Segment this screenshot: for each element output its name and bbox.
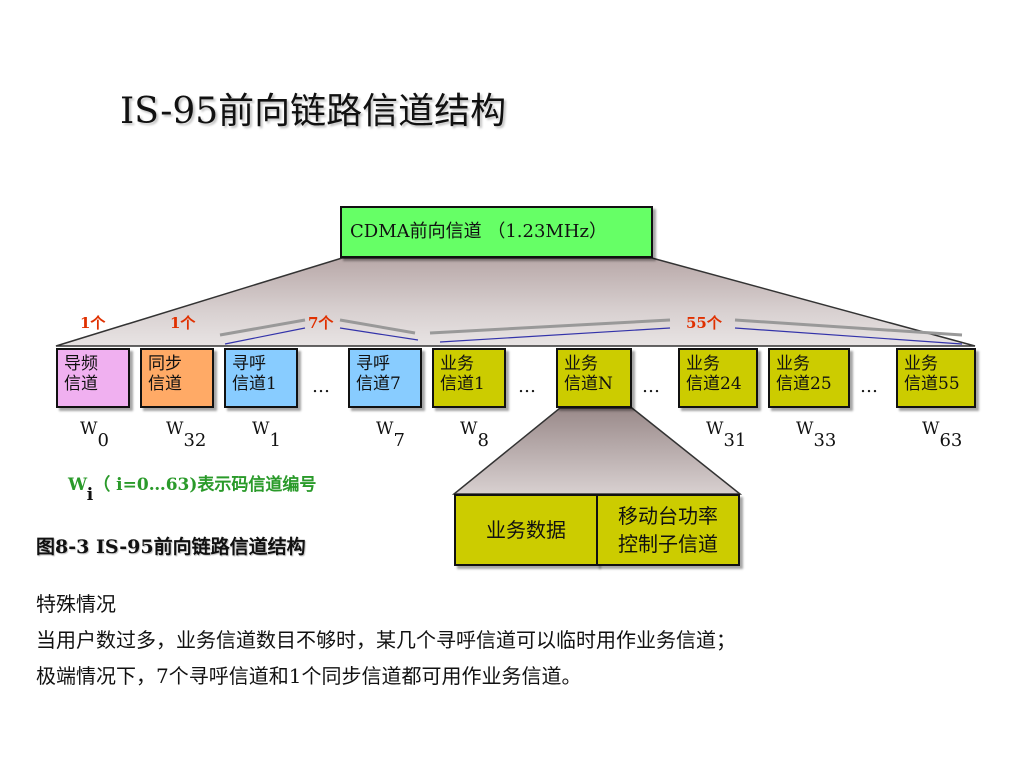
count-sync: 1个 — [170, 314, 196, 332]
channel-line1: 寻呼 — [232, 354, 266, 374]
channel-line2: 信道24 — [686, 374, 742, 394]
walsh-label-31: W31 — [706, 418, 746, 451]
walsh-label-0: W0 — [80, 418, 109, 451]
bracket-paging-gray-1 — [219, 318, 306, 337]
notes-heading: 特殊情况 — [36, 592, 116, 616]
notes-line-2: 极端情况下，7个寻呼信道和1个同步信道都可用作业务信道。 — [36, 664, 582, 688]
channel-traffic-1: 业务 信道1 — [432, 348, 506, 408]
power-control-line2: 控制子信道 — [618, 532, 718, 556]
walsh-index: 7 — [393, 430, 405, 451]
channel-line2: 信道1 — [232, 374, 277, 394]
bracket-traffic-blue-1 — [439, 327, 671, 343]
channel-traffic-n: 业务 信道N — [556, 348, 632, 408]
walsh-legend: Wi（ i=0…63)表示码信道编号 — [68, 470, 317, 505]
bracket-traffic-gray-1 — [429, 318, 671, 335]
channel-line2: 信道55 — [904, 374, 960, 394]
channel-traffic-25: 业务 信道25 — [768, 348, 850, 408]
channel-line1: 导频 — [64, 354, 98, 374]
channel-paging-1: 寻呼 信道1 — [224, 348, 298, 408]
page-title: IS-95前向链路信道结构 — [120, 91, 507, 132]
channel-line2: 信道 — [64, 374, 98, 394]
channel-line2: 信道 — [148, 374, 182, 394]
channel-pilot: 导频 信道 — [56, 348, 130, 408]
walsh-w: W — [166, 419, 184, 439]
walsh-w: W — [922, 419, 940, 439]
channel-line1: 业务 — [776, 354, 810, 374]
figure-caption: 图8-3 IS-95前向链路信道结构 — [36, 536, 306, 558]
walsh-label-32: W32 — [166, 418, 206, 451]
ellipsis: … — [312, 376, 330, 397]
walsh-label-1: W1 — [252, 418, 281, 451]
bracket-paging-blue-1 — [224, 327, 306, 345]
bracket-traffic-gray-2 — [734, 318, 963, 337]
channel-traffic-24: 业务 信道24 — [678, 348, 758, 408]
walsh-w: W — [460, 419, 478, 439]
cdma-forward-channel-box: CDMA前向信道 （1.23MHz） — [340, 206, 653, 258]
channel-line2: 信道25 — [776, 374, 832, 394]
walsh-index: 63 — [939, 430, 963, 451]
power-control-box: 移动台功率 控制子信道 — [596, 494, 740, 566]
traffic-fan-shape — [451, 407, 743, 495]
channel-line1: 业务 — [686, 354, 720, 374]
walsh-w: W — [706, 419, 724, 439]
channel-line1: 业务 — [440, 354, 474, 374]
bracket-traffic-blue-2 — [734, 327, 963, 345]
channel-line1: 同步 — [148, 354, 182, 374]
ellipsis: … — [860, 376, 878, 397]
walsh-w: W — [252, 419, 270, 439]
walsh-index: 1 — [269, 430, 281, 451]
channel-line1: 业务 — [904, 354, 938, 374]
walsh-index: 0 — [97, 430, 109, 451]
walsh-label-63: W63 — [922, 418, 962, 451]
traffic-data-box: 业务数据 — [454, 494, 598, 566]
legend-w: W — [68, 475, 87, 495]
notes-line-1: 当用户数过多，业务信道数目不够时，某几个寻呼信道可以临时用作业务信道； — [36, 628, 736, 652]
legend-text: （ i=0…63)表示码信道编号 — [93, 475, 317, 495]
walsh-index: 31 — [723, 430, 747, 451]
walsh-w: W — [376, 419, 394, 439]
channel-line2: 信道7 — [356, 374, 401, 394]
walsh-w: W — [80, 419, 98, 439]
bracket-paging-gray-2 — [339, 318, 416, 335]
legend-subscript: i — [86, 485, 94, 505]
channel-line1: 寻呼 — [356, 354, 390, 374]
ellipsis: … — [518, 376, 536, 397]
walsh-label-8: W8 — [460, 418, 489, 451]
channel-traffic-55: 业务 信道55 — [896, 348, 976, 408]
channel-line1: 业务 — [564, 354, 598, 374]
count-paging: 7个 — [308, 314, 334, 332]
walsh-label-33: W33 — [796, 418, 836, 451]
walsh-label-7: W7 — [376, 418, 405, 451]
channel-line2: 信道1 — [440, 374, 485, 394]
power-control-line1: 移动台功率 — [618, 504, 718, 528]
count-pilot: 1个 — [80, 314, 106, 332]
walsh-w: W — [796, 419, 814, 439]
bracket-paging-blue-2 — [339, 327, 419, 341]
walsh-index: 32 — [183, 430, 207, 451]
walsh-index: 33 — [813, 430, 837, 451]
channel-line2: 信道N — [564, 374, 613, 394]
channel-paging-7: 寻呼 信道7 — [348, 348, 422, 408]
channel-sync: 同步 信道 — [140, 348, 214, 408]
count-traffic: 55个 — [686, 314, 722, 332]
ellipsis: … — [642, 376, 660, 397]
walsh-index: 8 — [477, 430, 489, 451]
